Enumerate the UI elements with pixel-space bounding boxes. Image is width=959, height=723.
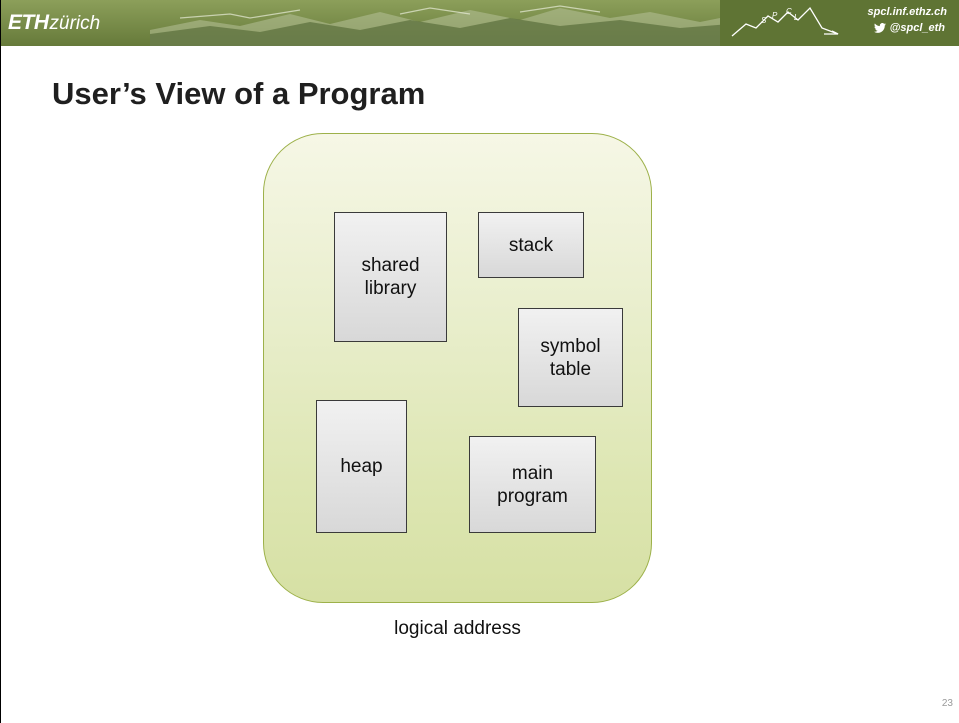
segment-symbol-table: symbol table — [518, 308, 623, 407]
slide-left-border — [0, 0, 1, 723]
spcl-url[interactable]: spcl.inf.ethz.ch — [867, 6, 947, 18]
segment-stack-label: stack — [508, 234, 554, 256]
svg-text:S: S — [761, 16, 767, 25]
segment-heap: heap — [316, 400, 407, 533]
header-banner: ETHzürich P C S L spcl.inf.ethz.ch @spcl… — [0, 0, 959, 46]
twitter-handle-text: @spcl_eth — [889, 22, 945, 34]
mountain-sketch-icon: P C S L — [731, 6, 839, 37]
svg-text:L: L — [794, 13, 798, 22]
segment-shared-library-label: shared library — [361, 255, 420, 299]
alpine-landscape-banner — [0, 0, 959, 46]
segment-stack: stack — [478, 212, 584, 278]
twitter-bird-icon — [873, 23, 886, 33]
slide-title: User’s View of a Program — [52, 76, 426, 111]
spcl-twitter-handle[interactable]: @spcl_eth — [873, 22, 945, 34]
segment-main-program-label: main program — [497, 462, 568, 507]
svg-text:C: C — [786, 7, 792, 16]
segment-shared-library: shared library — [334, 212, 447, 342]
segment-symbol-table-label: symbol table — [540, 335, 601, 380]
logo-eth-text: ETH — [8, 11, 49, 34]
logical-address-space: shared library stack symbol table heap m… — [263, 133, 652, 603]
eth-zurich-logo: ETHzürich — [8, 9, 100, 37]
page-number: 23 — [941, 698, 953, 709]
svg-text:P: P — [772, 11, 778, 20]
segment-main-program: main program — [469, 436, 596, 533]
logo-zurich-text: zürich — [49, 13, 101, 34]
segment-heap-label: heap — [340, 456, 383, 477]
logical-address-caption: logical address — [394, 618, 521, 639]
